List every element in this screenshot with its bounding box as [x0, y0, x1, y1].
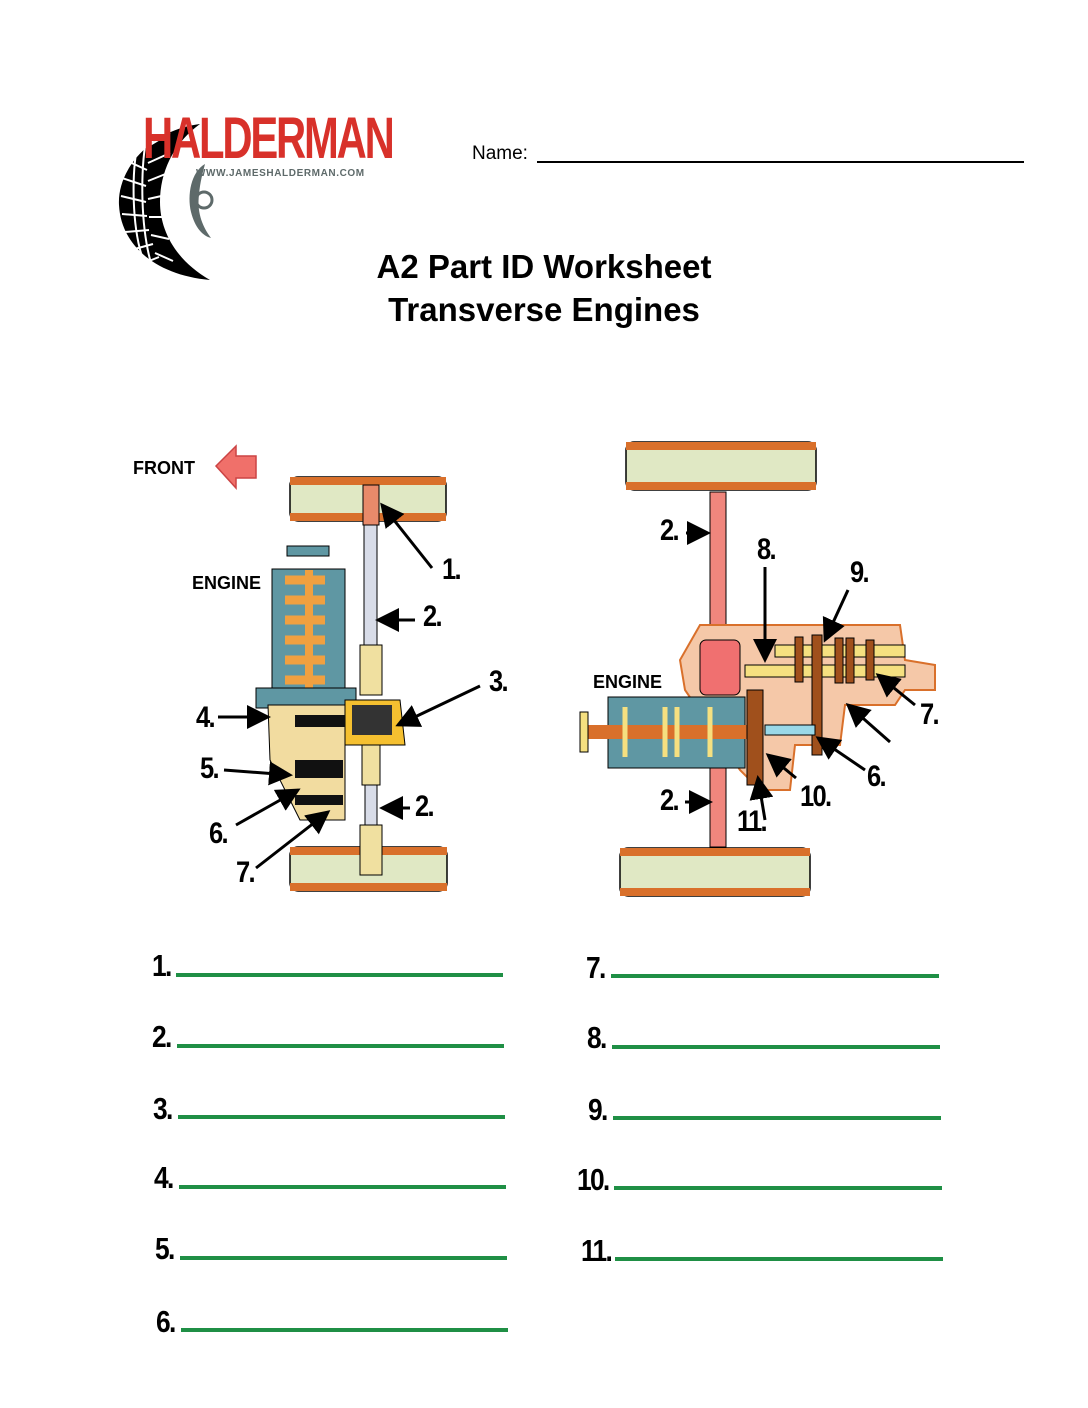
engine-label-right: ENGINE	[593, 672, 663, 692]
answer-number: 6.	[156, 1304, 176, 1339]
worksheet-title: A2 Part ID Worksheet	[376, 248, 712, 285]
callout-right-6: 6.	[867, 760, 887, 793]
answer-number: 8.	[587, 1020, 607, 1055]
answer-line-4[interactable]	[179, 1185, 506, 1189]
right-front-wheel	[625, 441, 817, 491]
tire-icon	[118, 124, 210, 280]
brand-url: WWW.JAMESHALDERMAN.COM	[196, 168, 365, 179]
name-label: Name:	[472, 143, 528, 164]
callout-right-11: 11.	[737, 805, 768, 838]
callout-right-8: 8.	[757, 533, 777, 566]
right-rear-wheel	[619, 847, 811, 897]
callout-7: 7.	[236, 856, 256, 889]
answer-line-7[interactable]	[611, 974, 939, 978]
answer-line-5[interactable]	[180, 1256, 507, 1260]
differential	[699, 639, 741, 696]
engine-block	[255, 545, 357, 709]
callout-3: 3.	[489, 665, 509, 698]
wheel-icon	[189, 164, 214, 238]
answer-number: 1.	[152, 948, 172, 983]
callout-6: 6.	[209, 817, 229, 850]
answer-line-6[interactable]	[181, 1328, 508, 1332]
answer-line-9[interactable]	[613, 1116, 941, 1120]
front-label: FRONT	[133, 458, 195, 478]
brand-name: HALDERMAN	[143, 106, 395, 171]
callout-right-2: 2.	[660, 514, 680, 547]
answer-number: 10.	[577, 1162, 610, 1197]
answer-line-10[interactable]	[614, 1186, 942, 1190]
callout-right-7: 7.	[920, 698, 940, 731]
answer-number: 9.	[588, 1092, 608, 1127]
callout-right-10: 10.	[800, 780, 832, 813]
answer-number: 11.	[581, 1233, 613, 1268]
callout-right-9: 9.	[850, 556, 870, 589]
answer-number: 3.	[153, 1091, 173, 1126]
front-arrow-icon	[214, 444, 257, 490]
answer-number: 7.	[586, 950, 606, 985]
callout-2-lower: 2.	[415, 790, 435, 823]
answer-line-8[interactable]	[612, 1045, 940, 1049]
callout-right-2-lower: 2.	[660, 784, 680, 817]
clutch	[746, 689, 764, 786]
callout-2: 2.	[423, 600, 443, 633]
answer-line-1[interactable]	[176, 973, 503, 977]
engine-block-right	[579, 696, 750, 769]
name-input-line[interactable]	[537, 161, 1024, 163]
left-callout-arrows	[218, 502, 481, 870]
answer-number: 2.	[152, 1019, 172, 1054]
callout-5: 5.	[200, 752, 220, 785]
halderman-logo	[118, 124, 214, 280]
answer-line-3[interactable]	[178, 1115, 505, 1119]
right-callout-arrows	[685, 521, 916, 821]
engine-label: ENGINE	[192, 573, 262, 593]
callout-4: 4.	[196, 701, 216, 734]
drive-axle	[359, 484, 383, 876]
answer-number: 5.	[155, 1231, 175, 1266]
answer-line-2[interactable]	[177, 1044, 504, 1048]
answer-number: 4.	[154, 1160, 174, 1195]
input-shaft	[744, 664, 906, 678]
answer-line-11[interactable]	[615, 1257, 943, 1261]
worksheet-subtitle: Transverse Engines	[388, 291, 700, 328]
callout-1: 1.	[442, 553, 462, 586]
